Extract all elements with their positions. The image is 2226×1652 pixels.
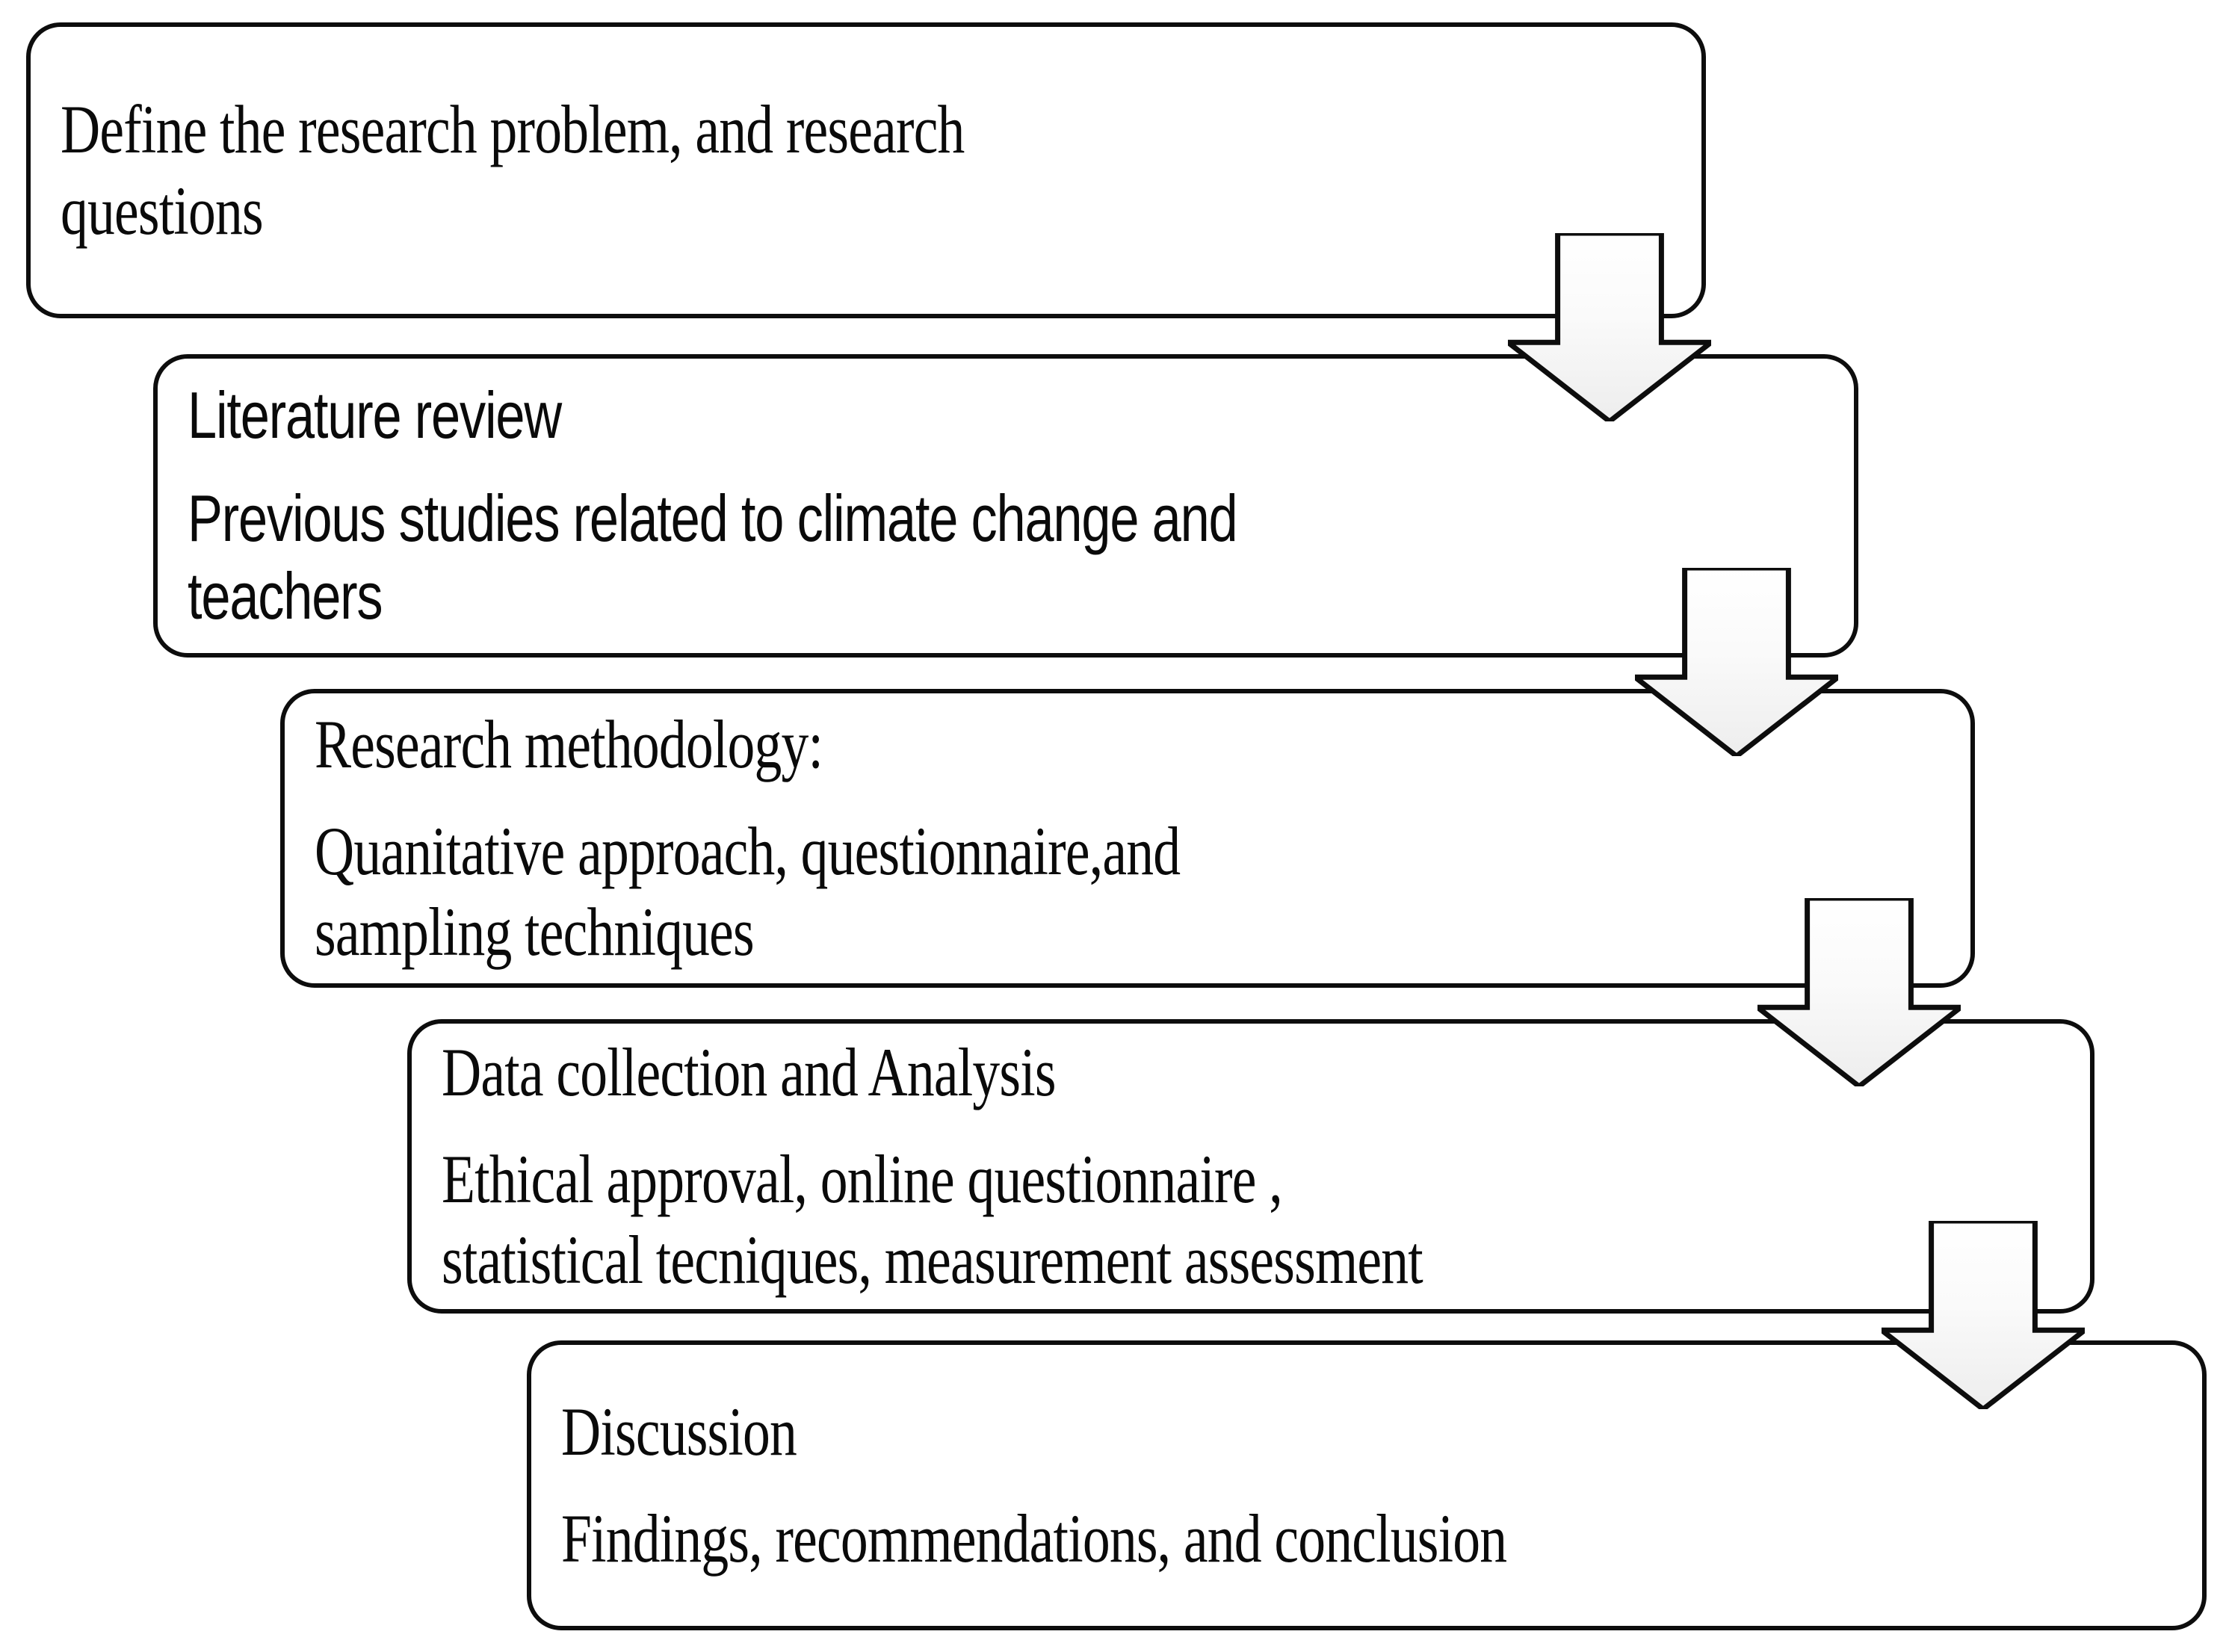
node-discussion[interactable]: Discussion Findings, recommendations, an… bbox=[527, 1340, 2207, 1630]
node-text-block: Discussion Findings, recommendations, an… bbox=[531, 1391, 2202, 1579]
node-heading: Literature review bbox=[188, 378, 562, 453]
node-line: Previous studies related to climate chan… bbox=[188, 481, 1238, 556]
node-line: Define the research problem, and researc… bbox=[61, 91, 965, 168]
spacer bbox=[188, 454, 1824, 480]
spacer bbox=[561, 1473, 2172, 1498]
node-text-block: Data collection and Analysis Ethical app… bbox=[412, 1032, 2090, 1301]
node-heading: Discussion bbox=[561, 1393, 797, 1470]
node-line: teachers bbox=[188, 558, 383, 633]
node-line: questions bbox=[61, 173, 264, 249]
node-text-block: Define the research problem, and researc… bbox=[31, 89, 1701, 251]
node-literature-review[interactable]: Literature review Previous studies relat… bbox=[153, 354, 1858, 658]
node-line: statistical tecniques, measurement asses… bbox=[442, 1222, 1423, 1299]
node-research-methodology[interactable]: Research methodology: Quanitative approa… bbox=[280, 689, 1975, 988]
node-data-collection-and-analysis[interactable]: Data collection and Analysis Ethical app… bbox=[407, 1019, 2094, 1314]
node-text-block: Research methodology: Quanitative approa… bbox=[285, 704, 1970, 973]
spacer bbox=[442, 1113, 2060, 1139]
node-define-research-problem[interactable]: Define the research problem, and researc… bbox=[26, 22, 1706, 318]
node-text-block: Literature review Previous studies relat… bbox=[158, 377, 1854, 634]
node-heading: Research methodology: bbox=[315, 706, 823, 783]
spacer bbox=[315, 785, 1941, 811]
node-heading: Data collection and Analysis bbox=[442, 1034, 1057, 1111]
node-line: Ethical approval, online questionnaire , bbox=[442, 1140, 1283, 1217]
node-line: Findings, recommendations, and conclusio… bbox=[561, 1500, 1507, 1577]
node-line: Quanitative approach, questionnaire,and bbox=[315, 812, 1181, 889]
node-line: sampling techniques bbox=[315, 894, 755, 971]
